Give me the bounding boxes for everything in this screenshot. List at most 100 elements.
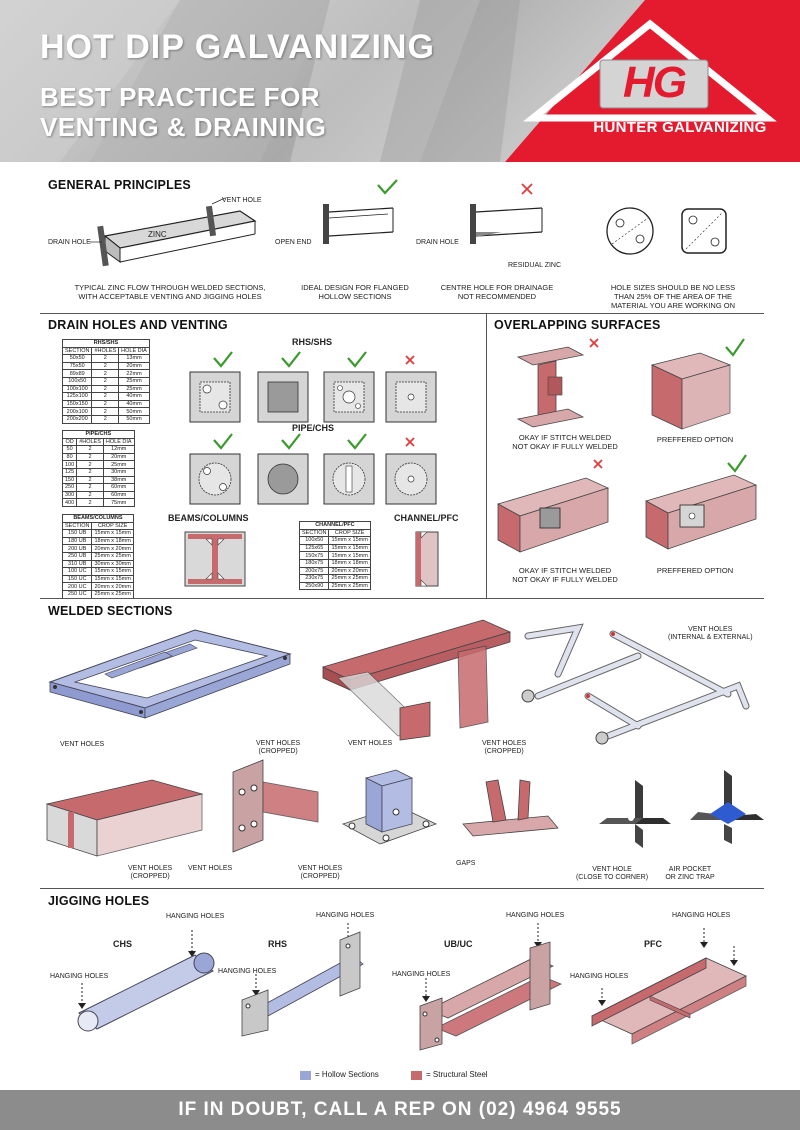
beams-columns-label: BEAMS/COLUMNS xyxy=(168,513,249,523)
overlap-d-diagram xyxy=(644,454,758,550)
table-cell: 2 xyxy=(76,445,104,454)
overlap-c-diagram xyxy=(496,459,610,553)
legend-hollow-swatch xyxy=(300,1071,311,1080)
table-cell: 20mm x 20mm xyxy=(91,582,134,591)
table-cell: 25mm xyxy=(118,384,150,394)
table-cell: 310 UB xyxy=(61,559,93,569)
air-pocket-diagram xyxy=(690,770,764,844)
table-cell: 100x50 xyxy=(61,376,93,386)
pfc-label: PFC xyxy=(644,939,662,949)
header-geometric-pattern xyxy=(0,0,520,162)
vent-holes-int-ext-label: VENT HOLES(INTERNAL & EXTERNAL) xyxy=(668,626,753,641)
table-cell: 200x100 xyxy=(61,407,93,416)
pfc-hanging-left-label: HANGING HOLES xyxy=(570,973,629,980)
footer-banner: IF IN DOUBT, CALL A REP ON (02) 4964 955… xyxy=(0,1090,800,1130)
table-cell: 150 UC xyxy=(61,574,93,584)
vent-hole-label: VENT HOLE xyxy=(222,197,262,204)
drain-holes-heading: DRAIN HOLES AND VENTING xyxy=(48,318,228,332)
overlap-a-diagram xyxy=(516,338,599,428)
pipe-frame-diagram xyxy=(521,623,750,745)
table-cell: 89x89 xyxy=(61,369,93,378)
rhs-plate-3 xyxy=(323,351,375,423)
table-cell: 125x65 xyxy=(298,543,330,553)
table-cell: 75mm xyxy=(102,498,135,507)
hole-size-diagram xyxy=(606,207,727,255)
table-cell: 180x75 xyxy=(298,558,330,568)
residual-zinc-label: RESIDUAL ZINC xyxy=(508,262,562,269)
rhs-plate-1 xyxy=(189,351,241,423)
table-cell: 300 xyxy=(61,490,78,500)
table-cell: 150x150 xyxy=(61,399,93,409)
table-cell: 250 UC xyxy=(61,589,93,599)
ubuc-label: UB/UC xyxy=(444,939,473,949)
table-cell: 200 UB xyxy=(61,544,93,553)
rhs-label: RHS xyxy=(268,939,288,949)
table-cell: 80 xyxy=(61,452,78,462)
table-cell: 30mm x 30mm xyxy=(91,559,134,569)
table-cell: 400 xyxy=(61,498,78,507)
box-beam-diagram xyxy=(45,779,204,857)
table-cell: 15mm x 15mm xyxy=(328,536,371,545)
vent-holes-label-1: VENT HOLES xyxy=(60,741,105,748)
table-cell: 100 xyxy=(61,460,78,469)
table-cell: 15mm x 15mm xyxy=(91,574,134,584)
table-cell: 250 xyxy=(61,483,78,492)
post-baseplate-diagram xyxy=(341,769,438,845)
pfc-jigging-diagram xyxy=(591,928,747,1045)
zinc-label: ZINC xyxy=(148,230,167,239)
ubuc-jigging-diagram xyxy=(419,923,562,1051)
legend-hollow-label: = Hollow Sections xyxy=(315,1070,379,1079)
table-cell: 2 xyxy=(91,392,120,401)
table-cell: 50mm xyxy=(118,414,150,424)
table-cell: 13mm xyxy=(118,354,150,363)
vent-hole-corner-label: VENT HOLE(CLOSE TO CORNER) xyxy=(575,866,649,881)
column-baseplate-diagram xyxy=(232,759,319,853)
table-cell: 2 xyxy=(91,414,120,424)
beam-frame-diagram xyxy=(321,619,512,741)
divider-1 xyxy=(40,313,764,314)
table-cell: 100x50 xyxy=(298,536,330,545)
table-cell: 100 UC xyxy=(61,567,93,576)
drain-hole-label-2: DRAIN HOLE xyxy=(416,239,459,246)
jigging-holes-heading: JIGGING HOLES xyxy=(48,894,150,908)
table-cell: 15mm x 15mm xyxy=(328,551,371,560)
table-cell: 15mm x 15mm xyxy=(91,529,134,538)
pipe-plates-diagram xyxy=(189,433,437,505)
vent-holes-cropped-label-4: VENT HOLES(CROPPED) xyxy=(298,865,343,880)
overlapping-surfaces-heading: OVERLAPPING SURFACES xyxy=(494,318,661,332)
table-cell: 2 xyxy=(91,384,120,394)
table-cell: 60mm xyxy=(102,483,135,492)
chs-hanging-top-label: HANGING HOLES xyxy=(166,913,225,920)
table-cell: 25mm xyxy=(102,460,135,469)
table-cell: 100x100 xyxy=(61,384,93,394)
table-cell: 125x100 xyxy=(61,392,93,401)
divider-2 xyxy=(40,598,764,599)
hollow-frame-diagram xyxy=(48,629,292,719)
table-cell: 2 xyxy=(76,452,104,462)
table-cell: 2 xyxy=(91,369,120,378)
table-cell: 50 xyxy=(61,445,78,454)
table-cell: 25mm x 25mm xyxy=(91,589,134,599)
table-cell: 200x200 xyxy=(61,414,93,424)
